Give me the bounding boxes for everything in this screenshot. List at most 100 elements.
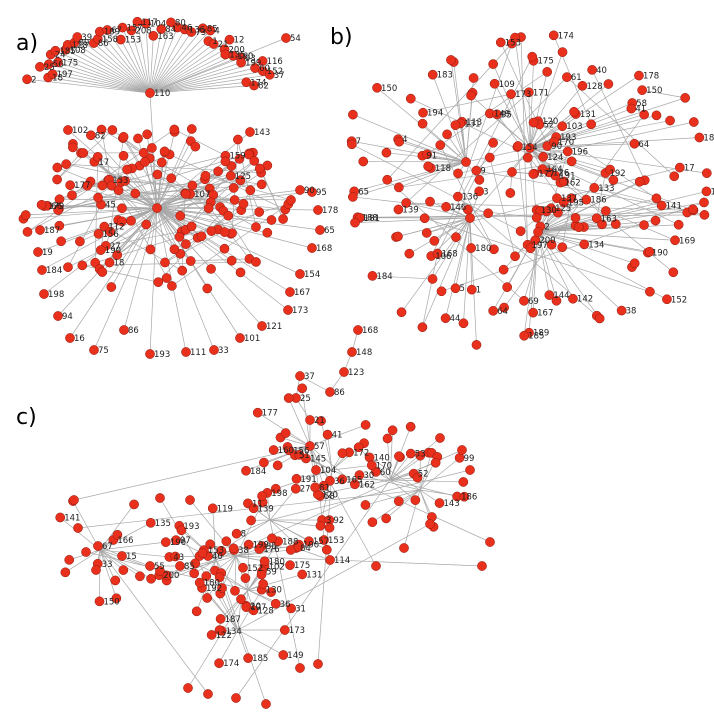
node-b-27 bbox=[492, 109, 502, 120]
node-b-118 bbox=[394, 136, 405, 147]
node-a-top-30 bbox=[208, 39, 219, 49]
node-b-62-label: 164 bbox=[546, 165, 562, 175]
edge-c-2 bbox=[99, 549, 170, 558]
node-c-5-label: 187 bbox=[225, 615, 241, 625]
node-b-30 bbox=[489, 78, 500, 89]
edge-a-cl-146 bbox=[57, 167, 158, 209]
edge-b-141 bbox=[537, 202, 705, 233]
node-a-cl-24 bbox=[54, 220, 65, 231]
node-b-101 bbox=[651, 110, 662, 121]
node-b-177 bbox=[639, 220, 649, 230]
node-b-124 bbox=[442, 129, 452, 140]
node-b-126 bbox=[610, 219, 621, 229]
node-b-35-label: 3 bbox=[483, 187, 488, 197]
edge-c-86 bbox=[99, 504, 135, 551]
node-b-166 bbox=[651, 193, 662, 204]
node-b-148 bbox=[528, 169, 539, 179]
node-b-98 bbox=[471, 340, 482, 350]
node-c-27 bbox=[243, 653, 253, 663]
node-c-75 bbox=[170, 551, 181, 562]
node-b-50 bbox=[557, 121, 568, 132]
node-b-22-label: 136 bbox=[462, 193, 478, 203]
node-a-cl-43 bbox=[177, 265, 188, 276]
node-b-6-label: 61 bbox=[571, 73, 582, 83]
node-a-cl-145 bbox=[245, 185, 256, 196]
node-b-5-label: 149 bbox=[494, 109, 510, 119]
node-c-23-label: 198 bbox=[271, 489, 287, 499]
edge-a-top-39 bbox=[149, 70, 263, 94]
node-a-top-7 bbox=[50, 45, 61, 56]
node-a-cl-117 bbox=[229, 195, 240, 205]
edge-b-2 bbox=[422, 93, 512, 114]
node-c-146 bbox=[360, 420, 371, 430]
node-b-167 bbox=[569, 106, 579, 117]
edge-a-top-23 bbox=[149, 22, 172, 94]
edge-a-cl-94 bbox=[156, 201, 211, 209]
node-a-cl-48 bbox=[226, 255, 237, 266]
node-b-21 bbox=[579, 239, 590, 250]
edge-a-top-42 bbox=[149, 85, 255, 94]
edge-c-92 bbox=[235, 502, 263, 557]
node-b-171 bbox=[687, 204, 698, 215]
node-c-158 bbox=[477, 561, 487, 571]
edge-a-top-10 bbox=[74, 42, 151, 94]
edge-a-outer-3 bbox=[41, 207, 158, 271]
node-b-134 bbox=[600, 206, 611, 216]
node-b-26 bbox=[506, 89, 516, 99]
node-a-top-43 bbox=[281, 33, 291, 43]
node-b-135 bbox=[699, 210, 710, 220]
edge-b-22 bbox=[457, 43, 513, 197]
edge-a-top-4 bbox=[48, 63, 151, 94]
node-b-147 bbox=[603, 79, 614, 89]
node-a-cl-104 bbox=[206, 226, 217, 236]
node-c-112 bbox=[293, 542, 304, 552]
node-c-14-label: 177 bbox=[262, 409, 278, 419]
node-b-hub-2 bbox=[461, 157, 471, 167]
node-c-133 bbox=[430, 457, 441, 468]
edge-a-top-1 bbox=[48, 77, 151, 94]
edge-a-top-20 bbox=[145, 23, 151, 94]
node-a-outer-22-label: 143 bbox=[254, 128, 270, 138]
node-b-187 bbox=[586, 119, 597, 130]
node-b-178 bbox=[574, 222, 584, 233]
edge-b-0 bbox=[537, 231, 550, 296]
edge-b-163 bbox=[422, 217, 471, 328]
node-c-chain-5-label: 25 bbox=[300, 394, 311, 404]
node-c-51 bbox=[304, 536, 314, 547]
node-b-28 bbox=[372, 82, 382, 93]
edge-b-48 bbox=[529, 60, 534, 149]
node-c-79 bbox=[267, 533, 277, 544]
edge-c-49 bbox=[247, 574, 303, 591]
node-a-cl-131 bbox=[249, 156, 260, 166]
node-a-cl-7 bbox=[95, 245, 106, 255]
node-c-144 bbox=[135, 571, 145, 582]
node-c-156 bbox=[465, 465, 475, 475]
node-c-17-label: 162 bbox=[359, 480, 375, 490]
node-a-cl-28 bbox=[157, 157, 167, 168]
node-a-cl-3-label: 27 bbox=[110, 242, 121, 252]
node-c-103 bbox=[381, 513, 391, 524]
node-a-cl-133 bbox=[187, 180, 198, 191]
edge-b-181 bbox=[492, 63, 531, 149]
node-c-83 bbox=[270, 483, 281, 494]
node-c-166 bbox=[295, 663, 305, 673]
edge-b-169 bbox=[455, 125, 467, 163]
edge-b-20 bbox=[398, 92, 530, 210]
edge-b-189 bbox=[514, 37, 531, 149]
node-b-47 bbox=[581, 194, 592, 205]
node-b-53-label: 58 bbox=[636, 99, 647, 109]
node-a-cl-61 bbox=[286, 195, 296, 205]
edge-a-cl-135 bbox=[122, 137, 209, 209]
node-c-122 bbox=[259, 457, 269, 468]
node-b-29 bbox=[548, 30, 559, 41]
node-b-40 bbox=[701, 186, 712, 197]
node-c-19-label: 200 bbox=[163, 571, 179, 581]
node-c-101 bbox=[282, 442, 293, 452]
edge-c-chain-19 bbox=[121, 555, 151, 567]
node-a-cl-90 bbox=[56, 236, 66, 247]
node-a-outer-14-label: 173 bbox=[292, 306, 308, 316]
edge-b-185 bbox=[439, 144, 495, 250]
node-a-cl-81 bbox=[61, 159, 72, 169]
node-c-5 bbox=[215, 614, 226, 624]
node-c-168 bbox=[185, 495, 195, 505]
